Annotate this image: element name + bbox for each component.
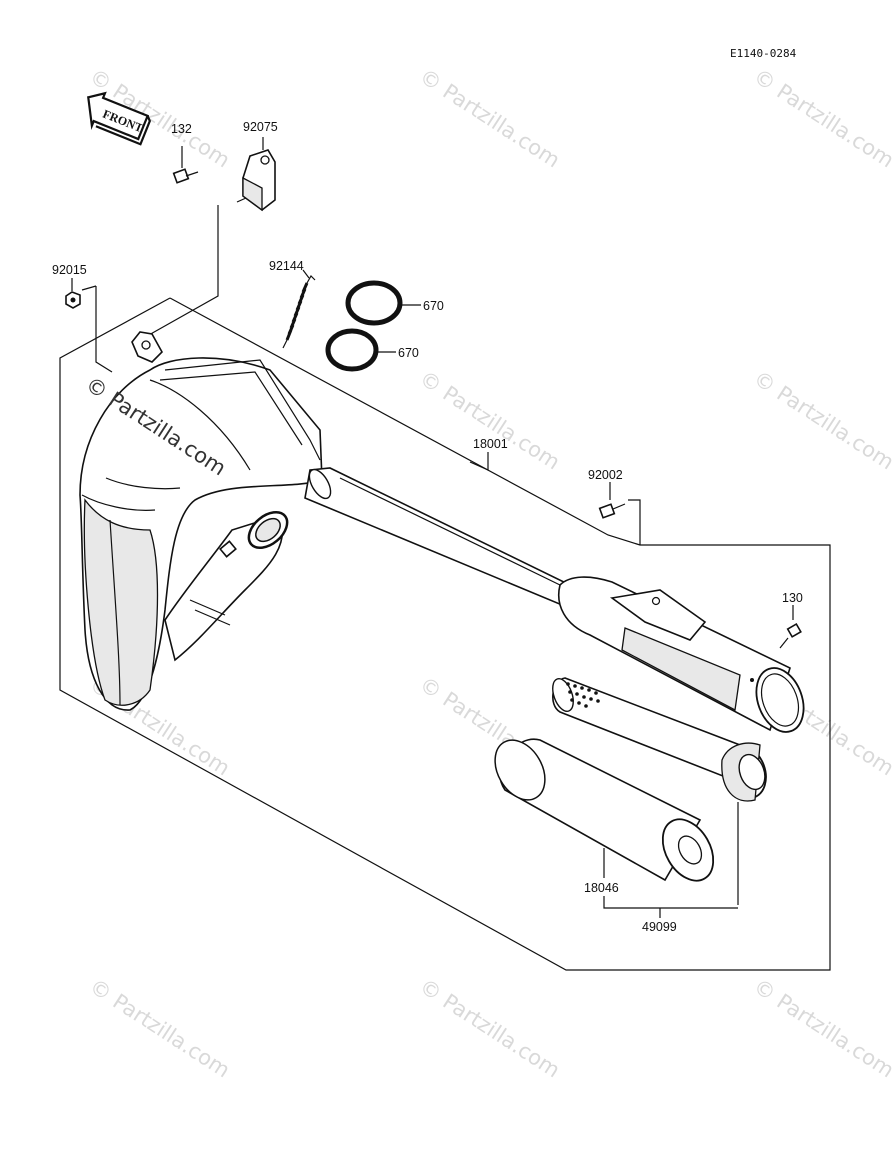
part-number-92015: 92015 (52, 263, 87, 277)
bracket-92075 (236, 137, 276, 212)
packing-18046 (494, 738, 715, 882)
watermark: © Partzilla.com (415, 366, 564, 474)
part-number-92002: 92002 (588, 468, 623, 482)
bolt-130 (779, 605, 802, 649)
group-bracket-49099 (603, 896, 738, 909)
part-number-49099: 49099 (642, 920, 677, 934)
part-number-132: 132 (171, 122, 192, 136)
watermark: © Partzilla.com (749, 64, 894, 172)
silencer-body (558, 576, 805, 733)
part-number-92075: 92075 (243, 120, 278, 134)
bolt-92002 (598, 482, 641, 545)
part-number-670-lower: 670 (398, 346, 419, 360)
nut-92015 (65, 278, 97, 309)
diagram-code: E1140-0284 (730, 47, 797, 60)
part-number-92144: 92144 (269, 259, 304, 273)
leader-18001 (469, 452, 489, 471)
part-number-18001: 18001 (473, 437, 508, 451)
watermark: © Partzilla.com (415, 64, 564, 172)
expansion-chamber-18001 (79, 331, 572, 711)
o-ring-670-lower (325, 328, 396, 372)
watermark: © Partzilla.com (749, 366, 894, 474)
bolt-132 (172, 146, 199, 184)
front-arrow-icon: FRONT (87, 91, 152, 146)
spring-92144 (282, 269, 316, 349)
watermark: © Partzilla.com (85, 974, 234, 1082)
part-number-130: 130 (782, 591, 803, 605)
watermark: © Partzilla.com (749, 974, 894, 1082)
part-number-670-upper: 670 (423, 299, 444, 313)
part-number-18046: 18046 (584, 881, 619, 895)
assembly-outline (59, 205, 831, 971)
inner-pipe-49099 (552, 677, 767, 905)
o-ring-670-upper (345, 280, 421, 326)
watermark: © Partzilla.com (415, 974, 564, 1082)
